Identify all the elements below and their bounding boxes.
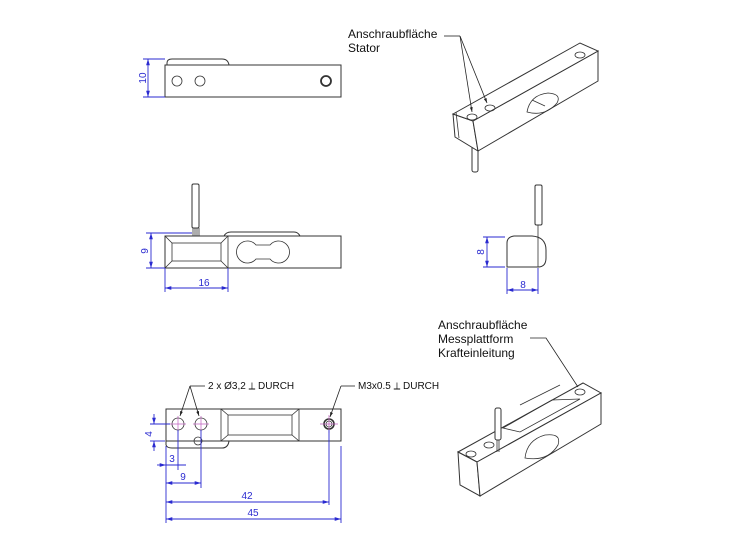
note-thread: M3x0.5 ⟂ DURCH [358, 381, 439, 392]
dim-thread-42: 42 [241, 491, 253, 502]
iso-view-stator: Anschraubfläche Stator [348, 27, 600, 173]
dim-height-10: 10 [138, 72, 149, 84]
top-view: 10 [138, 58, 342, 98]
bottom-view: 2 x Ø3,2 ⟂ DURCH M3x0.5 ⟂ DURCH 4 3 9 42… [144, 381, 439, 523]
label-platform-line2: Messplattform [438, 332, 513, 346]
dim-offset-4: 4 [144, 431, 155, 437]
bending-slot [236, 240, 290, 264]
note-mount-holes: 2 x Ø3,2 ⟂ DURCH [208, 381, 294, 392]
dim-height-8: 8 [476, 249, 487, 255]
label-stator-line1: Anschraubfläche [348, 27, 438, 41]
label-platform-line1: Anschraubfläche [438, 318, 528, 332]
mount-hole [171, 75, 183, 87]
cable-icon [534, 184, 543, 226]
mount-hole [194, 75, 206, 87]
iso-view-platform: Anschraubfläche Messplattform Krafteinle… [438, 318, 603, 497]
dim-width-16: 16 [198, 278, 210, 289]
dim-hole2-9: 9 [180, 472, 186, 483]
label-stator-line2: Stator [348, 41, 380, 55]
cable-icon [191, 183, 200, 229]
thread-hole [320, 75, 332, 87]
dim-width-8: 8 [520, 280, 526, 291]
front-view: 9 16 [140, 183, 342, 292]
label-platform-line3: Krafteinleitung [438, 346, 515, 360]
dim-hole1-3: 3 [169, 454, 175, 465]
dim-length-45: 45 [247, 508, 259, 519]
dim-height-9: 9 [140, 248, 151, 254]
end-view: 8 8 [476, 184, 547, 294]
